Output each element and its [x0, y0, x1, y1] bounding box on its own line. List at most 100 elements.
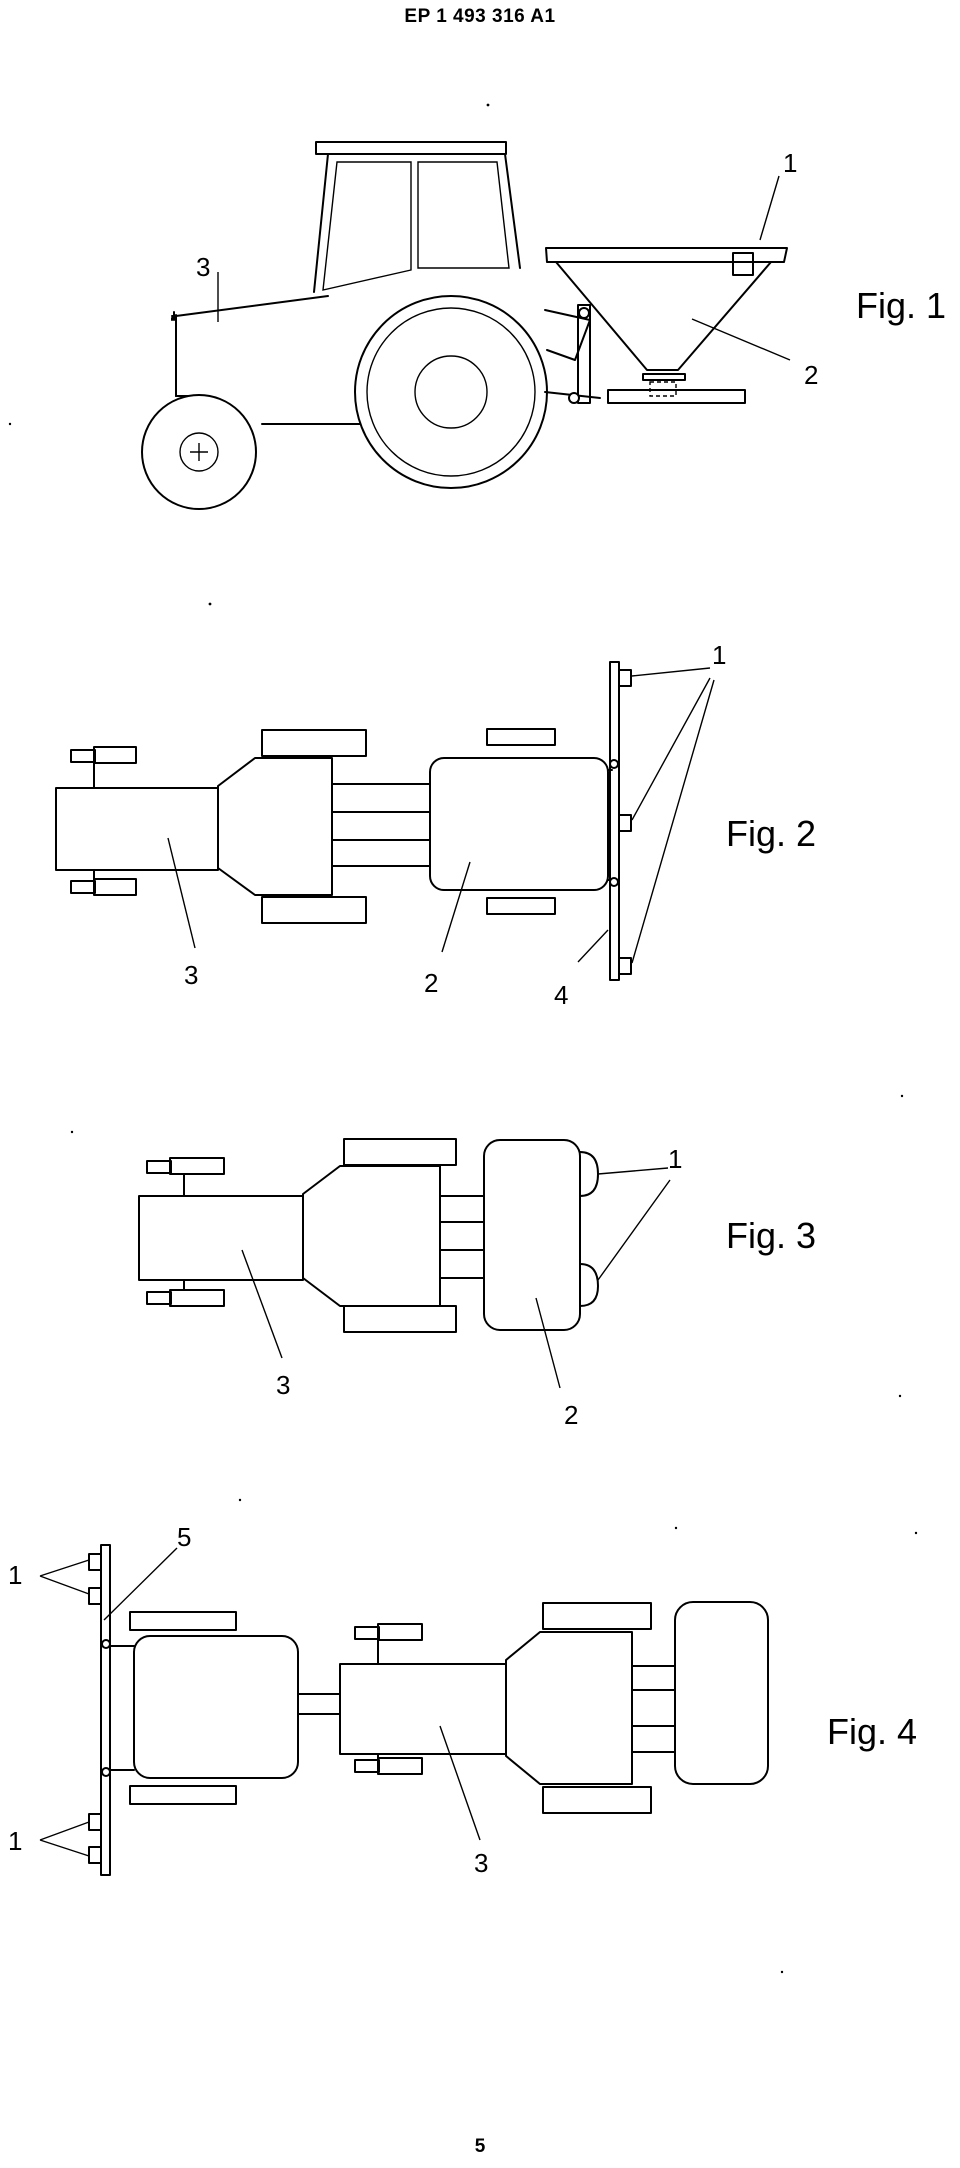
figure-1: 1 2 3 Fig. 1	[141, 141, 946, 510]
front-wheel-left-inner	[354, 1626, 380, 1640]
hopper-rim	[545, 247, 788, 263]
front-hopper-top	[133, 1635, 299, 1779]
sensor-bottom	[618, 957, 632, 975]
sensor-1	[88, 1553, 102, 1571]
front-wheel-right-inner	[146, 1291, 172, 1305]
ref-4: 4	[554, 980, 568, 1010]
front-wheel-left	[93, 746, 137, 764]
sensor-bar	[88, 1544, 111, 1876]
figure-label: Fig. 4	[827, 1711, 917, 1752]
ref-3: 3	[196, 252, 210, 282]
hopper-sensor-top	[579, 1151, 599, 1197]
tractor-top-view	[138, 1138, 485, 1333]
tractor-rear-body	[302, 1165, 441, 1307]
figure-label: Fig. 2	[726, 813, 816, 854]
leader-ref-2	[691, 318, 791, 361]
bar-joint-top	[101, 1639, 111, 1649]
leaders-ref-1-top	[39, 1559, 90, 1595]
rear-wheel-right	[542, 1786, 652, 1814]
leader-ref-4	[577, 929, 609, 963]
rear-hopper-top	[674, 1601, 769, 1785]
tractor-side-view	[141, 141, 601, 510]
leader-ref-3	[241, 1249, 283, 1359]
hitch-links	[631, 1665, 676, 1753]
hopper-funnel	[555, 261, 772, 371]
page-number: 5	[474, 2136, 486, 2157]
front-wheel-right	[377, 1757, 423, 1775]
patent-number-header: EP 1 493 316 A1	[404, 6, 556, 27]
cab-window-front	[322, 161, 412, 291]
leader-ref-1	[759, 175, 780, 241]
sensor-carrier-bar	[100, 1544, 111, 1876]
tractor-rear-body	[505, 1631, 633, 1785]
front-wheel-axle-mark	[190, 443, 208, 461]
front-wheel-left	[169, 1157, 225, 1175]
tractor-front-body	[339, 1663, 507, 1755]
tractor-front-body	[55, 787, 219, 871]
front-wheel-right-inner	[70, 880, 96, 894]
figure-3: 1 2 3 Fig. 3	[138, 1138, 816, 1430]
rear-wheel-right	[343, 1305, 457, 1333]
bar-joint-bottom	[101, 1767, 111, 1777]
front-wheel-right	[169, 1289, 225, 1307]
spreading-disc-frame	[607, 389, 746, 404]
leaders-ref-1-bottom	[39, 1821, 90, 1857]
cab-roof	[315, 141, 507, 155]
ref-1: 1	[712, 640, 726, 670]
sensor-4	[88, 1846, 102, 1864]
upper-link	[544, 309, 591, 361]
leader-ref-2	[535, 1297, 561, 1389]
spreader-gate	[642, 373, 686, 381]
leader-ref-3	[439, 1725, 481, 1841]
front-implement-top-view	[109, 1611, 341, 1805]
front-wheel-left	[377, 1623, 423, 1641]
figure-2: 1 2 3 4 Fig. 2	[55, 640, 816, 1010]
ref-1: 1	[668, 1144, 682, 1174]
front-wheel-left-inner	[70, 749, 96, 763]
rear-wheel	[354, 295, 548, 489]
ref-1-top: 1	[8, 1560, 22, 1590]
rear-wheel-left	[261, 729, 367, 757]
sensor-middle	[618, 814, 632, 832]
front-mount	[109, 1645, 135, 1771]
rear-wheel-right	[261, 896, 367, 924]
scan-specks	[8, 103, 918, 1974]
bar-joint-top	[609, 759, 619, 769]
hitch-pin-bottom	[568, 392, 580, 404]
ref-3: 3	[474, 1848, 488, 1878]
hitch-links	[439, 1195, 485, 1279]
front-hopper-wheel-right	[129, 1785, 237, 1805]
sensor-carrier-bar	[609, 661, 620, 981]
bar-joint-bottom	[609, 877, 619, 887]
rear-wheel-rim	[366, 307, 536, 477]
cab-frame	[313, 153, 521, 293]
tractor-top-view	[339, 1601, 769, 1814]
spreader-hopper-top	[483, 1139, 581, 1331]
sensor-top	[618, 669, 632, 687]
ref-3: 3	[276, 1370, 290, 1400]
cab-window-rear	[417, 161, 510, 269]
spreader-wheel-left	[486, 728, 556, 746]
tractor-front-body	[138, 1195, 304, 1281]
front-wheel-right-inner	[354, 1759, 380, 1773]
ref-3: 3	[184, 960, 198, 990]
front-wheel-left-inner	[146, 1160, 172, 1174]
hitch-frame	[577, 304, 591, 404]
hood-outline	[175, 295, 329, 397]
leader-ref-5	[103, 1547, 178, 1621]
hopper-sensor-bottom	[579, 1263, 599, 1307]
sensor-3	[88, 1813, 102, 1831]
figure-label: Fig. 1	[856, 285, 946, 326]
leader-ref-2	[441, 861, 471, 953]
sensor-2	[88, 1587, 102, 1605]
front-drawbar	[297, 1693, 341, 1715]
hitch-links	[331, 783, 433, 867]
hopper-sensor-box	[732, 252, 754, 276]
tractor-top-view	[55, 729, 433, 924]
ref-2: 2	[564, 1400, 578, 1430]
rear-wheel-left	[542, 1602, 652, 1630]
ref-1: 1	[783, 148, 797, 178]
tractor-rear-body	[217, 757, 333, 896]
front-wheel-right	[93, 878, 137, 896]
